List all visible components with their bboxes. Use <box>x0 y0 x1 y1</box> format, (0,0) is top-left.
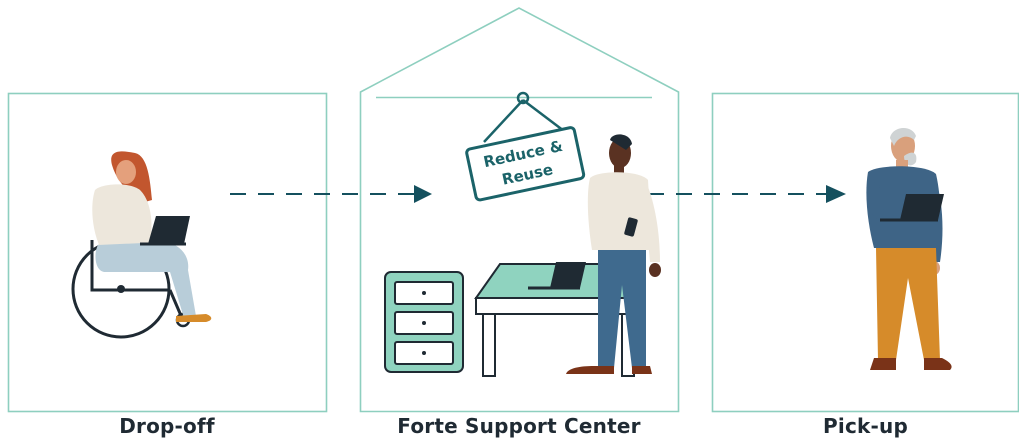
pickup-person-illustration <box>866 127 952 370</box>
support-center-house-frame <box>359 7 680 413</box>
drawer-cabinet <box>384 271 464 373</box>
support-agent-illustration <box>566 134 661 374</box>
dropoff-frame <box>7 92 328 413</box>
stage-label-support-center: Forte Support Center <box>397 414 641 438</box>
arrow-center-to-pickup <box>648 185 846 203</box>
wheelchair-user-illustration <box>71 151 212 339</box>
pickup-frame <box>711 92 1019 413</box>
stage-label-pickup: Pick-up <box>823 414 908 438</box>
reduce-reuse-sign: Reduce & Reuse <box>465 91 586 202</box>
arrow-dropoff-to-center <box>230 185 432 203</box>
stage-label-dropoff: Drop-off <box>119 414 215 438</box>
